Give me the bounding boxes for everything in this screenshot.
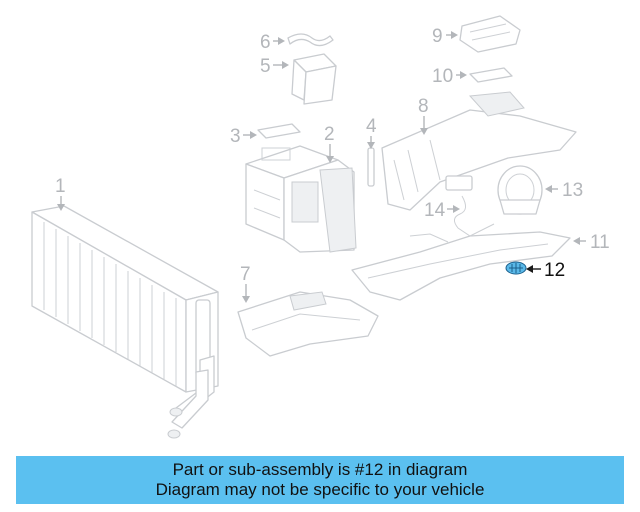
callout-5: 5	[260, 56, 289, 77]
callout-3: 3	[230, 126, 257, 147]
callout-6: 6	[260, 32, 285, 53]
svg-text:5: 5	[260, 56, 271, 77]
svg-text:14: 14	[424, 200, 446, 221]
part-9-resonator	[459, 15, 521, 53]
callout-10: 10	[432, 66, 467, 87]
callout-7: 7	[240, 264, 251, 303]
part-10-gasket	[469, 67, 513, 83]
callout-13: 13	[545, 180, 583, 201]
parts-diagram: 1 2 3 4 5 6 7 8 9 10	[31, 15, 610, 439]
callout-11: 11	[573, 232, 610, 253]
part-8-blower-housing	[381, 91, 577, 211]
svg-text:1: 1	[55, 176, 66, 197]
callout-2: 2	[324, 124, 335, 163]
part-7-lower-duct	[237, 291, 379, 357]
svg-text:11: 11	[590, 232, 610, 253]
callout-9: 9	[432, 26, 458, 47]
part-4-clip	[367, 147, 375, 187]
svg-text:8: 8	[418, 96, 429, 117]
part-6-hose	[287, 33, 334, 47]
part-5-duct	[291, 53, 337, 105]
svg-text:2: 2	[324, 124, 335, 145]
svg-text:6: 6	[260, 32, 271, 53]
svg-text:10: 10	[432, 66, 453, 87]
callout-12-highlighted: 12	[526, 260, 565, 281]
part-11-support-panel	[351, 231, 571, 301]
callout-8: 8	[418, 96, 429, 135]
part-3-seal	[257, 123, 301, 139]
svg-text:13: 13	[562, 180, 583, 201]
info-banner: Part or sub-assembly is #12 in diagram D…	[16, 456, 624, 504]
callout-4: 4	[366, 116, 377, 149]
banner-line-2: Diagram may not be specific to your vehi…	[155, 480, 485, 499]
part-14-resistor	[409, 175, 495, 243]
callout-14: 14	[424, 200, 460, 221]
part-1-heater-core	[31, 205, 219, 439]
part-12-clip	[505, 261, 527, 275]
svg-text:12: 12	[544, 260, 565, 281]
banner-line-1: Part or sub-assembly is #12 in diagram	[172, 460, 468, 479]
svg-text:7: 7	[240, 264, 251, 285]
svg-text:4: 4	[366, 116, 377, 137]
svg-text:3: 3	[230, 126, 241, 147]
part-13-blower-motor	[497, 165, 543, 215]
part-2-heater-case	[245, 145, 357, 253]
callout-1: 1	[55, 176, 66, 211]
svg-text:9: 9	[432, 26, 443, 47]
